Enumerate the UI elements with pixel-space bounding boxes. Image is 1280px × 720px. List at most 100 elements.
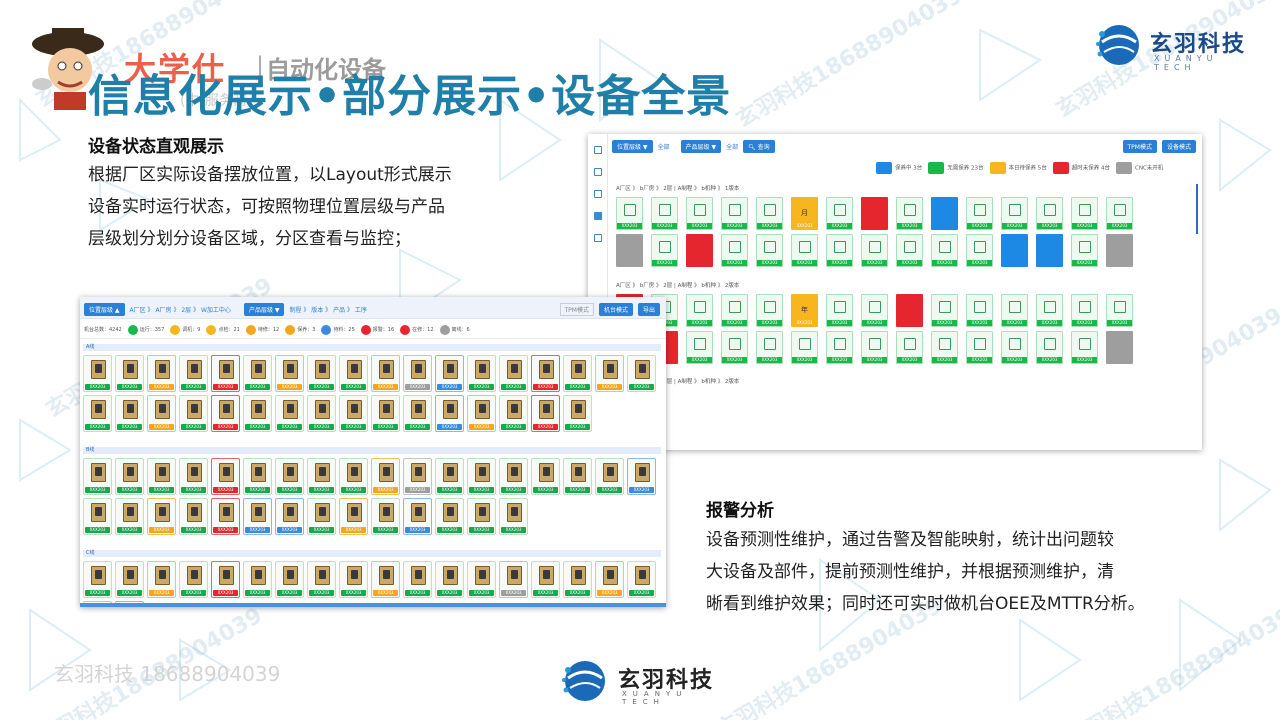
device-cell[interactable]: XXX203	[756, 197, 783, 230]
machine-card[interactable]: XXX203	[115, 498, 144, 535]
machine-card[interactable]: XXX203	[499, 395, 528, 432]
machine-card[interactable]: XXX203	[243, 458, 272, 495]
machine-card[interactable]: XXX203	[211, 498, 240, 535]
machine-card[interactable]: XXX203	[627, 458, 656, 495]
device-cell[interactable]: XXX203	[791, 234, 818, 267]
device-cell[interactable]: XXX203	[1001, 294, 1028, 327]
machine-card[interactable]: XXX203	[211, 561, 240, 598]
machine-card[interactable]: XXX203	[115, 561, 144, 598]
status-count[interactable]: 运行：357	[127, 324, 164, 335]
device-cell[interactable]: XXX203	[931, 294, 958, 327]
machine-card[interactable]: XXX203	[531, 395, 560, 432]
device-cell[interactable]: XXX203	[1036, 234, 1063, 267]
device-cell[interactable]: XXX203	[1071, 294, 1098, 327]
device-cell[interactable]: XXX203	[686, 331, 713, 364]
machine-card[interactable]: XXX203	[83, 498, 112, 535]
device-cell[interactable]: XXX203	[826, 234, 853, 267]
device-cell[interactable]: XXX203	[861, 331, 888, 364]
location-path[interactable]: A厂区 》 A厂房 》 2层 》 W加工中心	[129, 307, 231, 314]
machine-card[interactable]: XXX203	[371, 561, 400, 598]
machine-card[interactable]: XXX203	[467, 395, 496, 432]
machine-card[interactable]: XXX203	[83, 561, 112, 598]
device-cell[interactable]: XXX203	[1036, 197, 1063, 230]
device-cell[interactable]: XXX203	[1071, 197, 1098, 230]
machine-card[interactable]: XXX203	[403, 498, 432, 535]
device-cell[interactable]: XXX203	[1001, 331, 1028, 364]
menu-icon[interactable]	[593, 234, 602, 242]
machine-card[interactable]: XXX203	[179, 498, 208, 535]
device-cell[interactable]: XXX203	[651, 197, 678, 230]
machine-card[interactable]: XXX203	[147, 561, 176, 598]
machine-card[interactable]: XXX203	[307, 355, 336, 392]
device-cell[interactable]: XXX203	[826, 197, 853, 230]
device-cell[interactable]: XXX203	[966, 294, 993, 327]
machine-card[interactable]: XXX203	[211, 458, 240, 495]
machine-card[interactable]: XXX203	[307, 561, 336, 598]
tpm-mode-button[interactable]: TPM模式	[559, 303, 594, 316]
machine-card[interactable]: XXX203	[307, 498, 336, 535]
machine-card[interactable]: XXX203	[275, 498, 304, 535]
device-cell[interactable]: XXX203	[861, 294, 888, 327]
machine-card[interactable]: XXX203	[531, 561, 560, 598]
machine-card[interactable]: XXX203	[499, 498, 528, 535]
machine-card[interactable]: XXX203	[531, 458, 560, 495]
machine-card[interactable]: XXX203	[83, 395, 112, 432]
device-cell[interactable]: XXX203	[1001, 197, 1028, 230]
search-button[interactable]: 🔍︎ 查询	[743, 140, 775, 153]
machine-card[interactable]: XXX203	[115, 458, 144, 495]
machine-card[interactable]: XXX203	[563, 355, 592, 392]
machine-card[interactable]: XXX203	[435, 561, 464, 598]
device-cell[interactable]: XXX203	[826, 294, 853, 327]
machine-card[interactable]: XXX203	[339, 355, 368, 392]
tpm-mode-button[interactable]: TPM模式	[1122, 140, 1157, 153]
machine-card[interactable]: XXX203	[147, 355, 176, 392]
device-cell[interactable]: XXX203	[931, 331, 958, 364]
device-cell[interactable]: XXX203	[1001, 234, 1028, 267]
device-cell[interactable]: XXX203	[896, 234, 923, 267]
machine-card[interactable]: XXX203	[563, 561, 592, 598]
menu-icon[interactable]	[593, 212, 602, 220]
machine-card[interactable]: XXX203	[83, 355, 112, 392]
product-level-dropdown[interactable]: 产品层级 ▼	[243, 303, 285, 316]
menu-icon[interactable]	[593, 190, 602, 198]
device-cell[interactable]: XXX203	[1106, 197, 1133, 230]
machine-card[interactable]: XXX203	[435, 458, 464, 495]
machine-card[interactable]: XXX203	[595, 561, 624, 598]
status-count[interactable]: 待修：12	[245, 324, 279, 335]
machine-card[interactable]: XXX203	[339, 458, 368, 495]
device-cell[interactable]: XXX203	[931, 197, 958, 230]
machine-card[interactable]: XXX203	[467, 355, 496, 392]
machine-card[interactable]: XXX203	[467, 458, 496, 495]
machine-card[interactable]: XXX203	[179, 561, 208, 598]
machine-card[interactable]: XXX203	[211, 355, 240, 392]
export-button[interactable]: 导出	[637, 303, 660, 316]
machine-card[interactable]: XXX203	[499, 561, 528, 598]
machine-card[interactable]: XXX203	[83, 458, 112, 495]
device-cell[interactable]: XXX203	[791, 331, 818, 364]
machine-mode-button[interactable]: 机台模式	[598, 303, 633, 316]
device-cell[interactable]: XXX203	[721, 234, 748, 267]
machine-card[interactable]: XXX203	[371, 395, 400, 432]
machine-card[interactable]: XXX203	[435, 355, 464, 392]
status-count[interactable]: 保养：3	[285, 324, 315, 335]
machine-card[interactable]: XXX203	[147, 458, 176, 495]
device-cell[interactable]: XXX203	[756, 294, 783, 327]
machine-card[interactable]: XXX203	[147, 498, 176, 535]
status-count[interactable]: 在修：12	[400, 324, 434, 335]
device-cell[interactable]: XXX203	[651, 234, 678, 267]
machine-card[interactable]: XXX203	[467, 498, 496, 535]
machine-card[interactable]: XXX203	[243, 395, 272, 432]
machine-card[interactable]: XXX203	[275, 561, 304, 598]
device-cell[interactable]: XXX203	[721, 197, 748, 230]
device-cell[interactable]: XXX203	[756, 331, 783, 364]
machine-card[interactable]: XXX203	[403, 561, 432, 598]
machine-card[interactable]: XXX203	[275, 355, 304, 392]
machine-card[interactable]: XXX203	[627, 355, 656, 392]
status-count[interactable]: 机台总数：4242	[84, 326, 122, 333]
device-cell[interactable]: XXX203	[931, 234, 958, 267]
machine-card[interactable]: XXX203	[531, 355, 560, 392]
machine-card[interactable]: XXX203	[307, 395, 336, 432]
machine-card[interactable]: XXX203	[115, 395, 144, 432]
device-cell[interactable]: XXX203	[896, 197, 923, 230]
location-level-dropdown[interactable]: 位置层级 ▼	[612, 140, 653, 153]
